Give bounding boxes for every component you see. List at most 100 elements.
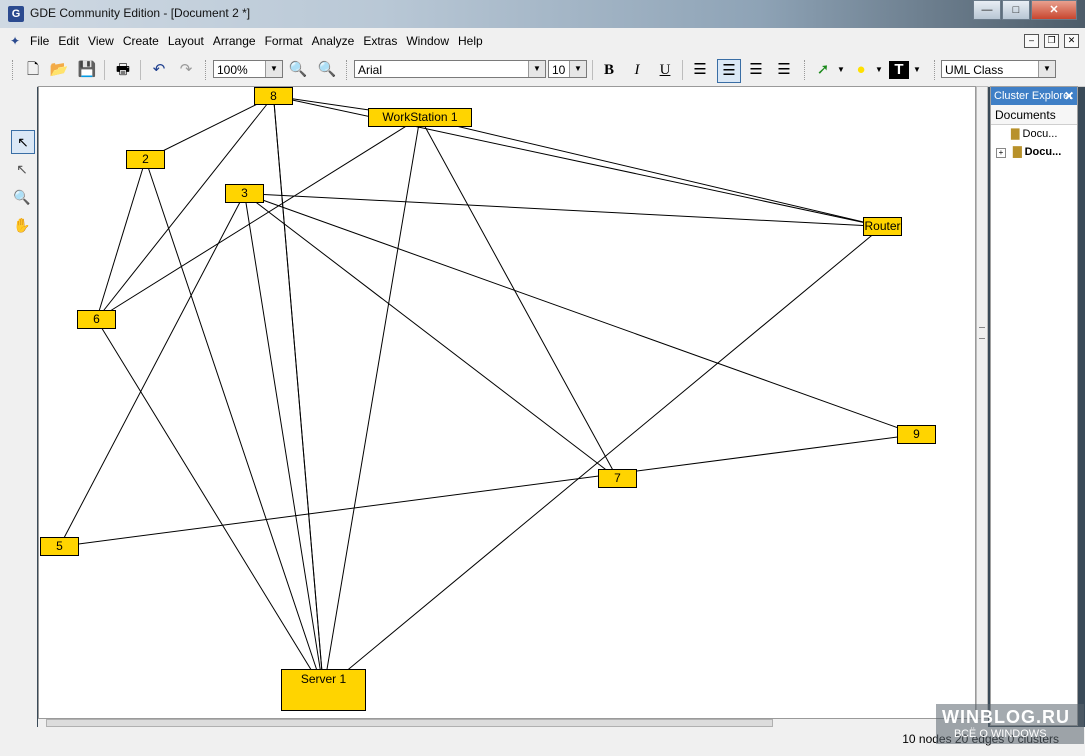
menu-window[interactable]: Window — [406, 34, 450, 48]
fill-color-icon[interactable]: ● — [856, 61, 866, 78]
chevron-down-icon[interactable]: ▼ — [1038, 61, 1055, 77]
redo-icon[interactable]: ↷ — [179, 61, 193, 78]
graph-node[interactable]: 8 — [254, 87, 293, 105]
undo-icon[interactable]: ↶ — [152, 61, 166, 78]
chevron-down-icon[interactable]: ▼ — [837, 65, 845, 74]
menu-create[interactable]: Create — [122, 34, 159, 48]
menu-extras[interactable]: Extras — [363, 34, 398, 48]
chevron-down-icon[interactable]: ▼ — [528, 61, 545, 77]
open-folder-icon[interactable]: 📂 — [49, 61, 69, 78]
menu-help[interactable]: Help — [458, 34, 483, 48]
maximize-button[interactable]: □ — [1002, 0, 1030, 20]
graph-edge[interactable] — [145, 159, 324, 691]
graph-node[interactable]: 3 — [225, 184, 264, 203]
doc-close-button[interactable]: ✕ — [1064, 34, 1079, 48]
graph-edge[interactable] — [323, 226, 883, 691]
document-icon[interactable]: ✦ — [10, 34, 21, 48]
chevron-down-icon[interactable]: ▼ — [265, 61, 282, 77]
chevron-down-icon[interactable]: ▼ — [569, 61, 586, 77]
menu-analyze[interactable]: Analyze — [311, 34, 355, 48]
menu-arrange[interactable]: Arrange — [212, 34, 256, 48]
horizontal-scrollbar[interactable] — [38, 719, 988, 727]
toolbar-grip[interactable] — [804, 60, 808, 80]
graph-edge[interactable] — [59, 434, 917, 547]
shape-type-value: UML Class — [945, 63, 1004, 77]
bold-button[interactable]: B — [603, 62, 614, 78]
hand-pan-icon[interactable]: ✋ — [13, 217, 31, 233]
font-family-select[interactable]: Arial ▼ — [354, 60, 546, 78]
align-left-icon[interactable]: ☰ — [693, 61, 707, 78]
expand-icon[interactable]: + — [996, 148, 1006, 158]
zoom-out-icon[interactable]: 🔍 — [317, 61, 337, 78]
graph-edge[interactable] — [96, 95, 274, 320]
line-color-icon[interactable]: ➚ — [816, 61, 830, 78]
graph-edge[interactable] — [323, 117, 421, 691]
graph-node[interactable]: 5 — [40, 537, 79, 556]
menu-edit[interactable]: Edit — [58, 34, 80, 48]
graph-edge[interactable] — [273, 95, 324, 691]
diagram-canvas[interactable]: 8 WorkStation 1 2 3 Router 6 9 7 5 Serve… — [38, 86, 976, 719]
graph-node[interactable]: 2 — [126, 150, 165, 169]
scroll-thumb[interactable] — [46, 719, 773, 727]
toolbar: 🗋 📂 💾 🖶 ↶ ↷ 100% ▼ 🔍 🔍 Arial ▼ 10 ▼ B I … — [0, 54, 1085, 87]
window-title: GDE Community Edition - [Document 2 *] — [30, 6, 251, 20]
close-button[interactable]: ✕ — [1031, 0, 1077, 20]
menu-file[interactable]: File — [30, 34, 50, 48]
graph-edge[interactable] — [96, 117, 421, 320]
align-right-icon[interactable]: ☰ — [749, 61, 763, 78]
font-size-select[interactable]: 10 ▼ — [548, 60, 587, 78]
tree-item-label: Docu... — [1024, 146, 1062, 158]
print-icon[interactable]: 🖶 — [115, 61, 131, 78]
menu-view[interactable]: View — [88, 34, 114, 48]
underline-button[interactable]: U — [659, 62, 671, 78]
chevron-down-icon[interactable]: ▼ — [913, 65, 921, 74]
graph-node[interactable]: Server 1 — [281, 669, 366, 711]
scroll-grip[interactable] — [979, 327, 985, 339]
graph-edge[interactable] — [244, 193, 618, 479]
graph-edge[interactable] — [59, 193, 245, 547]
new-document-icon[interactable]: 🗋 — [26, 61, 40, 78]
align-justify-icon[interactable]: ☰ — [777, 61, 791, 78]
separator — [104, 60, 105, 80]
tree-item[interactable]: + ▇ Docu... — [996, 145, 1061, 158]
align-center-icon[interactable]: ☰ — [717, 59, 741, 83]
zoom-in-icon[interactable]: 🔍 — [288, 61, 308, 78]
graph-edge[interactable] — [96, 319, 324, 691]
doc-restore-button[interactable]: ❐ — [1044, 34, 1059, 48]
zoom-select[interactable]: 100% ▼ — [213, 60, 283, 78]
toolbar-grip[interactable] — [934, 60, 938, 80]
add-pointer-icon[interactable]: ↖ — [16, 161, 28, 177]
graph-node[interactable]: WorkStation 1 — [368, 108, 472, 127]
shape-type-select[interactable]: UML Class ▼ — [941, 60, 1056, 78]
graph-node[interactable]: Router — [863, 217, 902, 236]
graph-edge[interactable] — [244, 193, 324, 691]
watermark-tagline: ВСЁ О WINDOWS — [954, 728, 1047, 740]
window-controls: — □ ✕ — [972, 0, 1077, 20]
menu-format[interactable]: Format — [264, 34, 303, 48]
graph-edge[interactable] — [96, 159, 146, 320]
zoom-tool-icon[interactable]: 🔍 — [13, 189, 31, 205]
graph-edge[interactable] — [244, 193, 917, 435]
doc-minimize-button[interactable]: – — [1024, 34, 1039, 48]
save-icon[interactable]: 💾 — [77, 61, 97, 78]
tree-item[interactable]: ▇ Docu... — [1011, 127, 1057, 140]
graph-edge[interactable] — [273, 95, 883, 227]
graph-node[interactable]: 7 — [598, 469, 637, 488]
pointer-icon[interactable]: ↖ — [11, 130, 35, 154]
text-color-icon[interactable]: T — [889, 61, 909, 79]
graph-edge[interactable] — [145, 95, 274, 160]
minimize-button[interactable]: — — [973, 0, 1001, 20]
graph-node[interactable]: 9 — [897, 425, 936, 444]
toolbar-grip[interactable] — [12, 60, 16, 80]
toolbar-grip[interactable] — [205, 60, 209, 80]
graph-edge[interactable] — [419, 117, 883, 227]
vertical-scrollbar[interactable] — [976, 86, 988, 719]
toolbar-grip[interactable] — [346, 60, 350, 80]
menu-layout[interactable]: Layout — [167, 34, 204, 48]
graph-edge[interactable] — [419, 117, 618, 479]
italic-button[interactable]: I — [634, 62, 640, 78]
close-icon[interactable]: ✕ — [1063, 89, 1074, 103]
graph-node[interactable]: 6 — [77, 310, 116, 329]
chevron-down-icon[interactable]: ▼ — [875, 65, 883, 74]
graph-edge[interactable] — [244, 193, 883, 227]
